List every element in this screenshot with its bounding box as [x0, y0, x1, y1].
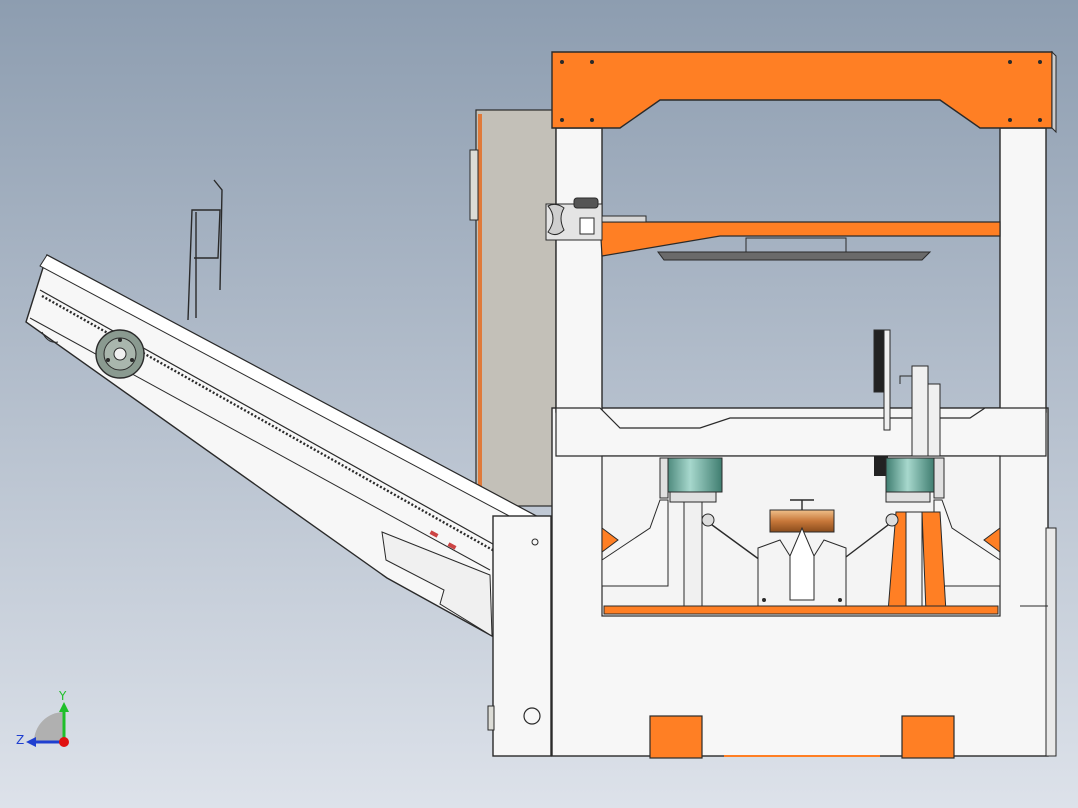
conveyor-guard-bracket — [187, 179, 223, 321]
conveyor-drive-roller — [95, 329, 145, 379]
triad-arc — [34, 712, 64, 742]
coordinate-triad: Y Z — [16, 689, 69, 747]
bottom-feet — [649, 715, 955, 759]
inclined-conveyor — [25, 179, 541, 637]
press-plate-assembly — [545, 197, 1001, 261]
triad-z-label: Z — [16, 733, 24, 747]
machine-side-plate — [487, 515, 552, 757]
triad-y-arrowhead — [59, 702, 69, 712]
rear-cabinet-panel — [469, 109, 557, 507]
triad-y-label: Y — [58, 689, 67, 703]
triad-origin — [59, 737, 69, 747]
lower-mechanism — [601, 457, 1048, 615]
vertical-guide — [873, 329, 941, 476]
triad-z-arrowhead — [26, 737, 36, 747]
